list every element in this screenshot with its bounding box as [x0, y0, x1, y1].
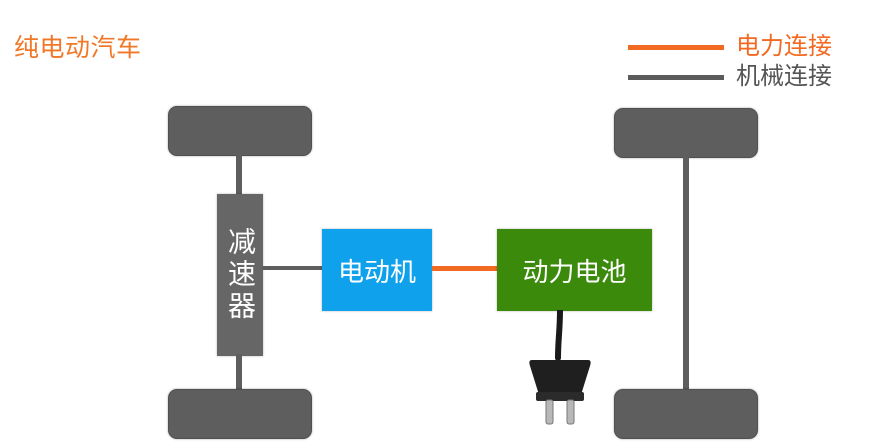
electrical-link-motor-battery: [432, 266, 498, 271]
axle-rear: [683, 156, 689, 392]
diagram-title: 纯电动汽车: [14, 33, 142, 62]
plug-icon: [529, 310, 591, 425]
mechanical-link-reducer-motor: [262, 266, 324, 270]
axle-front-lower: [236, 354, 242, 392]
axle-front-upper: [236, 154, 242, 196]
battery-box: 动力电池: [497, 229, 652, 311]
legend-label-mechanical: 机械连接: [736, 62, 832, 90]
legend-label-electric: 电力连接: [736, 32, 832, 60]
wheel-rear-top: [614, 108, 758, 158]
motor-box: 电动机: [322, 229, 432, 311]
wheel-rear-bottom: [614, 389, 758, 439]
legend-line-electric: [628, 45, 724, 50]
reducer-box: 减速器: [217, 194, 263, 356]
legend-line-mechanical: [628, 75, 724, 80]
wheel-front-bottom: [168, 389, 312, 439]
legend: 电力连接 机械连接: [628, 30, 863, 92]
wheel-front-top: [168, 106, 312, 156]
